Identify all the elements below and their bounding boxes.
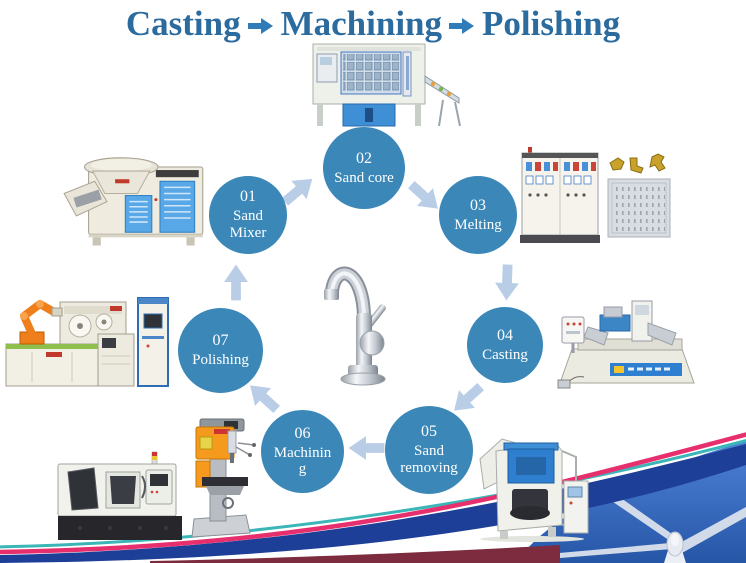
- step-number: 01: [240, 188, 256, 206]
- flow-arrow-02-03-icon: [408, 181, 438, 209]
- flow-arrow-01-02-icon: [281, 178, 313, 206]
- step-circle-06-machining: 06 Machining: [261, 410, 344, 493]
- polishing-robot-photo: [2, 286, 172, 398]
- flow-arrow-05-06-icon: [348, 436, 385, 460]
- step-label: Sand core: [334, 169, 394, 186]
- sand-core-machine-photo: [292, 42, 464, 130]
- right-arrow-icon: [247, 18, 273, 34]
- step-label: Casting: [482, 346, 528, 363]
- step-label: Machining: [273, 444, 332, 478]
- title-segment-machining: Machining: [280, 4, 443, 43]
- step-number: 05: [421, 423, 437, 441]
- casting-machine-photo: [548, 287, 706, 393]
- step-number: 02: [356, 149, 372, 167]
- step-circle-03-melting: 03 Melting: [439, 176, 517, 254]
- flow-arrow-07-01-icon: [224, 264, 248, 301]
- right-arrow-icon: [449, 18, 475, 34]
- step-label: Polishing: [192, 352, 249, 369]
- melting-equipment-photo: [518, 145, 683, 247]
- flow-arrow-03-04-icon: [495, 264, 519, 301]
- step-label: Sand Mixer: [229, 208, 267, 241]
- step-circle-02-sand-core: 02 Sand core: [323, 127, 405, 209]
- drilling-machine-photo: [184, 417, 260, 540]
- faucet-photo: [312, 251, 410, 393]
- step-circle-05-sand-removing: 05 Sand removing: [385, 406, 473, 494]
- step-number: 06: [294, 424, 311, 442]
- flow-arrow-06-07-icon: [250, 385, 280, 413]
- title-segment-polishing: Polishing: [482, 4, 621, 43]
- step-label: Melting: [454, 216, 502, 233]
- step-number: 04: [497, 326, 513, 344]
- step-circle-07-polishing: 07 Polishing: [178, 308, 263, 393]
- cnc-machine-photo: [50, 450, 192, 548]
- sand-mixer-photo: [58, 136, 213, 251]
- slide-title: Casting Machining Polishing: [0, 0, 746, 48]
- step-label: Sand removing: [400, 443, 458, 476]
- title-segment-casting: Casting: [125, 4, 241, 43]
- flow-arrow-04-05-icon: [454, 383, 484, 411]
- bottom-ribbon-decoration: [0, 432, 746, 563]
- step-circle-04-casting: 04 Casting: [467, 307, 543, 383]
- step-number: 03: [470, 196, 486, 214]
- step-number: 07: [212, 332, 229, 350]
- sand-removal-machine-photo: [472, 417, 594, 543]
- step-circle-01-sand-mixer: 01 Sand Mixer: [209, 176, 287, 254]
